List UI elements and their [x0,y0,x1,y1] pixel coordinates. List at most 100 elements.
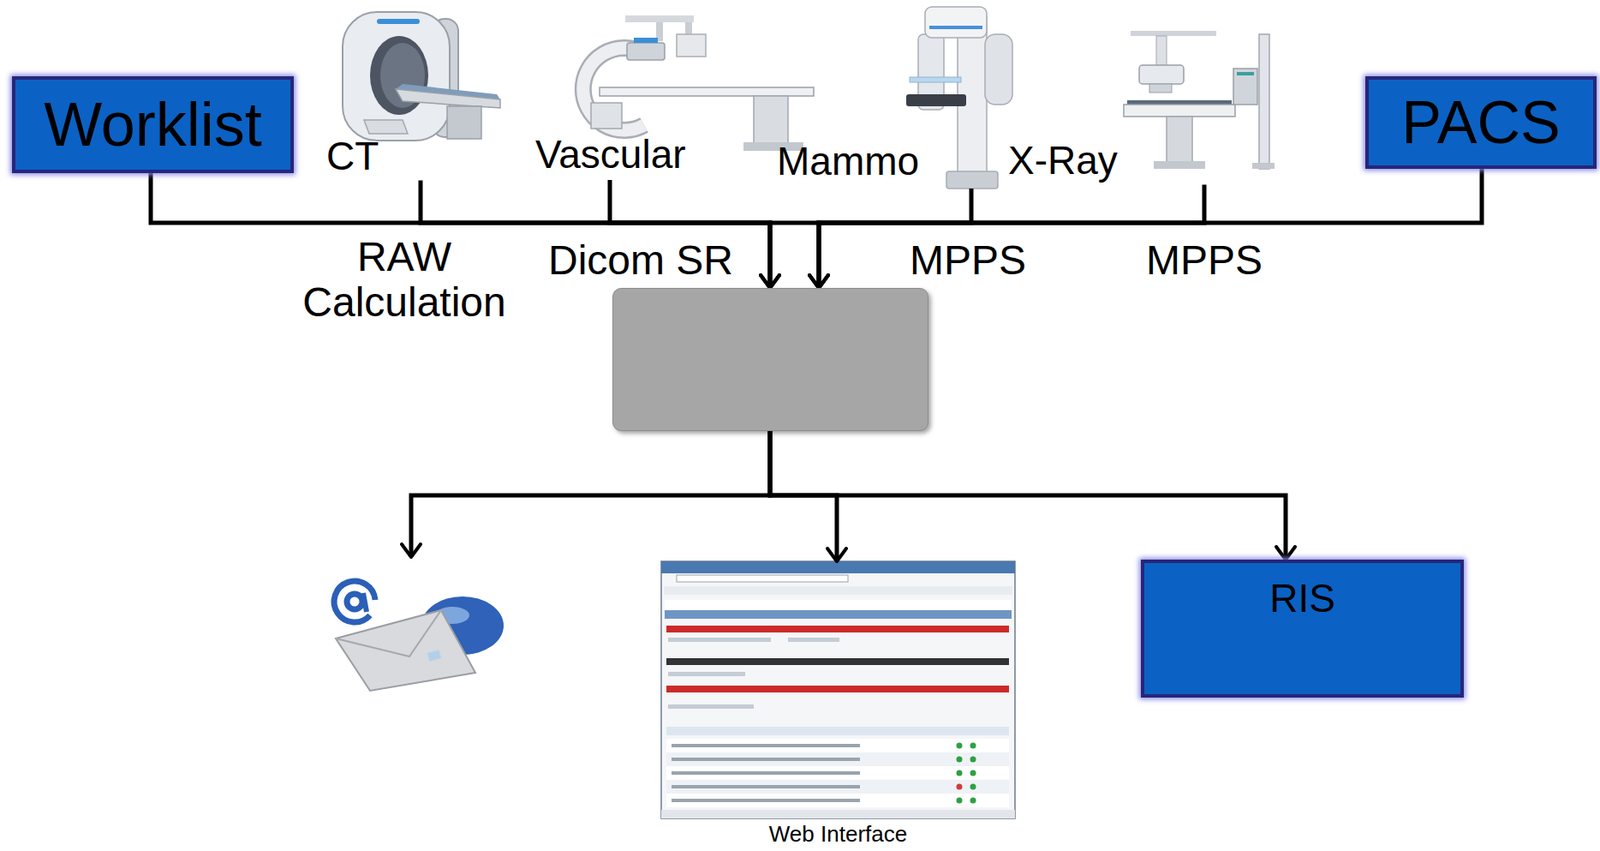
connector [818,168,1482,288]
vascular-c-arm-part [676,34,706,57]
web-screenshot-part [956,797,963,804]
web-screenshot-part [666,657,1009,665]
email-node [324,556,506,694]
web-screenshot-part [661,561,1015,574]
modality-mammo: Mammo [776,5,1043,189]
edge-label: Dicom SR [537,238,744,284]
web-screenshot-part [970,797,977,804]
xray-room-part [1123,104,1236,117]
connector [770,430,1286,560]
web-screenshot-part [666,765,1009,780]
ct-scanner-part [376,18,420,24]
xray-room-part [1259,34,1270,169]
email-icon-part [346,593,363,609]
web-screenshot-part [666,738,1009,753]
edge-label-holder: RAW Calculation [292,234,516,326]
web-screenshot-part [671,784,860,789]
edge-label-holder: MPPS [899,238,1037,284]
xray-room-part [1252,162,1275,169]
xray-room-part [1139,65,1184,84]
web-screenshot-part [661,809,1015,818]
edge-label: RAW Calculation [292,234,516,326]
node-label: CT [326,134,379,179]
email-icon-part [335,609,442,657]
mammography-unit-part [909,77,962,83]
web-screenshot-part [668,704,754,709]
edge-label: MPPS [899,238,1037,284]
web-screenshot-part [970,770,977,777]
node-label: Worklist [43,90,263,159]
web-screenshot-part [666,625,1009,633]
xray-room-part [1236,71,1254,76]
modality-vascular: Vascular [535,15,818,180]
email-icon-part [334,580,376,622]
modality-ct: CT [326,10,502,181]
ct-scanner-part [395,89,501,108]
xray-room-part [1166,116,1193,163]
xray-room-part [1149,83,1172,93]
vascular-c-arm [583,15,814,151]
mammography-unit [906,6,1013,189]
web-screenshot-part [661,561,1015,818]
web-screenshot [661,561,1015,818]
web-screenshot-part [664,609,1012,619]
mammography-unit-part [985,34,1013,105]
xray-room [1123,30,1275,169]
node-label: X-Ray [1008,138,1118,183]
vascular-c-arm-part [626,42,665,60]
web-screenshot-part [671,770,860,775]
node-label: PACS [1401,89,1560,156]
modality-xray: X-Ray [1008,30,1276,186]
mammography-unit-part [929,25,983,30]
web-screenshot-part [956,770,963,777]
web-screenshot-part [666,726,1009,735]
xray-room-part [1153,161,1206,169]
vascular-c-arm-part [633,37,658,43]
web-screenshot-part [956,783,963,790]
web-screenshot-part [676,574,848,582]
ct-scanner-part [370,35,429,115]
web-screenshot-part [663,585,1013,595]
vascular-c-arm-part [753,95,789,144]
web-screenshot-part [666,779,1009,794]
web-screenshot-part [671,743,860,747]
xray-room-part [1233,68,1258,105]
web-screenshot-part [671,757,860,761]
connector [150,173,771,288]
worklist-box: Worklist [11,76,294,174]
web-screenshot-part [666,793,1009,807]
node-label: Mammo [776,139,920,184]
web-screenshot-part [671,798,860,802]
node-label: RIS [1269,576,1336,621]
web-screenshot-part [666,752,1009,766]
bus-segment [768,220,821,226]
web-screenshot-part [970,756,977,763]
email-icon-part [427,649,442,661]
web-screenshot-part [666,685,1009,693]
web-screenshot-part [970,783,977,790]
server-box [612,287,929,431]
ris-box: RIS [1140,559,1464,698]
connector [411,430,771,557]
ct-scanner [342,11,501,141]
web-screenshot-part [970,742,977,749]
ct-scanner-part [447,106,482,139]
node-label: Web Interface [769,821,908,847]
web-screenshot-part [668,671,746,676]
email-icon-part [363,592,367,612]
xray-room-part [1130,30,1217,36]
mammography-unit-part [925,6,987,38]
ct-scanner-part [342,11,450,141]
edge-label-holder: MPPS [1135,238,1273,284]
web-screenshot-part [956,742,963,749]
pacs-box: PACS [1365,76,1597,169]
web-screenshot-part [956,756,963,763]
node-label: Vascular [535,132,687,177]
mammography-unit-part [906,94,967,107]
web-interface-node: Web Interface [661,561,1015,847]
ct-scanner-part [364,119,408,134]
xray-room-part [1156,35,1167,67]
email-icon [334,580,504,691]
vascular-c-arm-part [591,102,622,129]
